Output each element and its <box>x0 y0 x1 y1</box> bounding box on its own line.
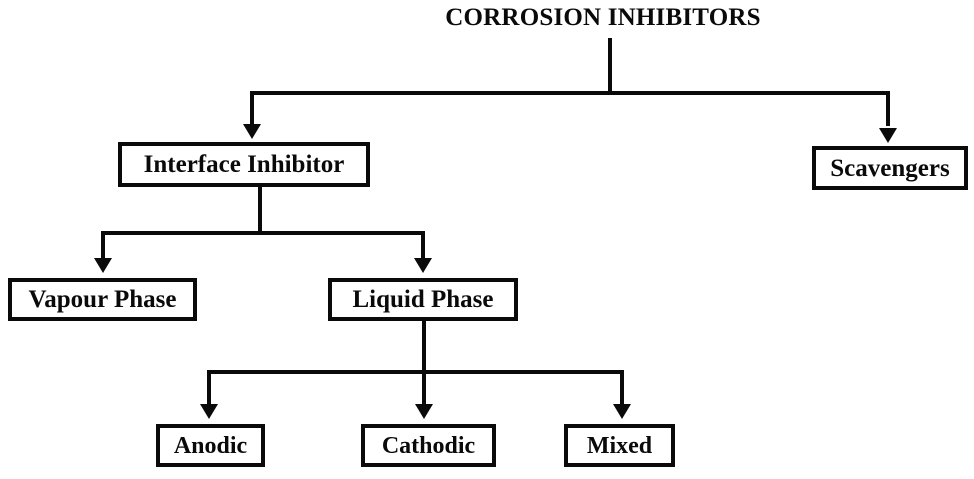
node-vapour-phase[interactable]: Vapour Phase <box>8 278 197 321</box>
node-vapour-phase-label: Vapour Phase <box>28 286 177 313</box>
connector-interface-split-bar <box>101 231 425 235</box>
node-cathodic-label: Cathodic <box>381 432 476 459</box>
root-node-label: CORROSION INHIBITORS <box>445 4 761 31</box>
node-anodic[interactable]: Anodic <box>156 424 265 467</box>
connector-liquid-stem <box>422 321 426 374</box>
arrowhead-down-icon-vapour <box>94 258 112 273</box>
arrowhead-down-icon-anodic <box>200 404 218 419</box>
node-interface-inhibitor-label: Interface Inhibitor <box>143 151 345 178</box>
connector-liquid-split-bar <box>207 370 624 374</box>
node-liquid-phase-label: Liquid Phase <box>352 286 494 313</box>
node-scavengers-label: Scavengers <box>830 154 950 182</box>
connector-root-stem <box>608 38 612 95</box>
arrowhead-down-icon-liquid <box>414 258 432 273</box>
node-liquid-phase[interactable]: Liquid Phase <box>328 278 518 321</box>
diagram-title: CORROSION INHIBITORS <box>0 4 974 32</box>
connector-liquid-to-cathodic <box>422 370 426 406</box>
arrowhead-down-icon-cathodic <box>415 404 433 419</box>
connector-liquid-to-mixed <box>620 370 624 406</box>
node-anodic-label: Anodic <box>173 432 248 459</box>
connector-interface-stem <box>258 187 262 234</box>
arrowhead-down-icon-scavengers <box>879 128 897 143</box>
connector-liquid-to-anodic <box>207 370 211 406</box>
connector-interface-to-liquid <box>421 231 425 259</box>
connector-root-split-bar <box>250 91 890 95</box>
node-mixed-label: Mixed <box>586 432 653 459</box>
arrowhead-down-icon-mixed <box>613 404 631 419</box>
connector-interface-to-vapour <box>101 231 105 259</box>
node-mixed[interactable]: Mixed <box>564 424 675 467</box>
connector-root-to-interface <box>250 91 254 126</box>
arrowhead-down-icon-interface <box>243 124 261 139</box>
node-interface-inhibitor[interactable]: Interface Inhibitor <box>118 142 370 187</box>
connector-root-to-scavengers <box>886 91 890 126</box>
node-cathodic[interactable]: Cathodic <box>361 424 496 467</box>
node-scavengers[interactable]: Scavengers <box>812 146 968 190</box>
